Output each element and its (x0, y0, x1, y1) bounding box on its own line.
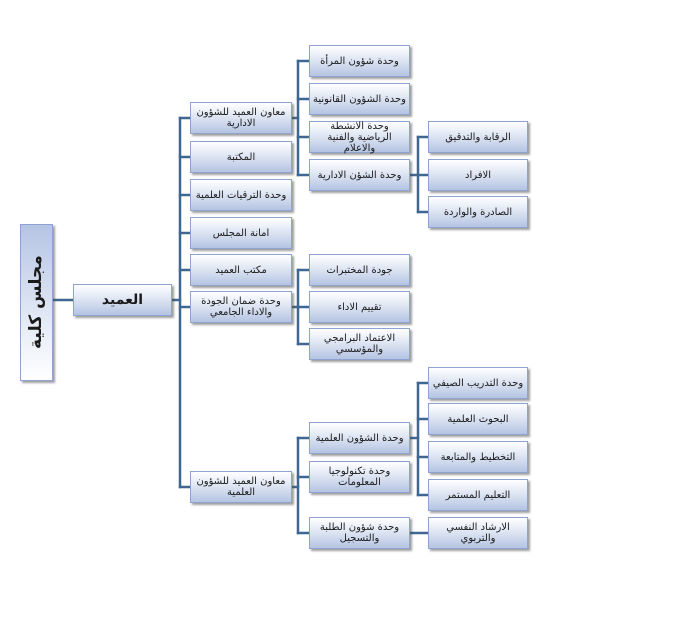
admin-affairs-deputy-box: معاون العميد للشؤون الادارية (190, 102, 292, 134)
counseling-label: الارشاد النفسي والتربوي (446, 522, 510, 544)
outgoing-incoming-box: الصادرة والواردة (428, 196, 528, 228)
scientific-promotions-label: وحدة الترقيات العلمية (195, 189, 287, 201)
legal-affairs-label: وحدة الشؤون القانونية (313, 93, 406, 105)
council-secretariat-box: امانة المجلس (190, 217, 292, 249)
sports-art-media-box: وحدة الانشطة الرياضية والفنية والاعلام (309, 120, 410, 154)
admin-affairs-unit-label: وحدة الشؤن الادارية (317, 169, 402, 181)
dean-office-label: مكتب العميد (215, 264, 267, 276)
performance-evaluation-label: تقييم الاداء (337, 301, 382, 313)
scientific-promotions-box: وحدة الترقيات العلمية (190, 179, 292, 211)
continuing-education-box: التعليم المستمر (428, 479, 528, 511)
planning-box: التخطيط والمتابعة (428, 441, 528, 473)
student-affairs-label: وحدة شؤون الطلبة والتسجيل (319, 522, 400, 544)
summer-training-box: وحدة التدريب الصيفي (428, 367, 528, 399)
audit-label: الرقابة والتدقيق (445, 131, 511, 143)
sports-art-media-label: وحدة الانشطة الرياضية والفنية والاعلام (327, 120, 392, 154)
quality-assurance-label: وحدة ضمان الجودة والاداء الجامعي (201, 296, 281, 318)
research-label: البحوث العلمية (447, 413, 509, 425)
scientific-affairs-unit-label: وحدة الشؤون العلمية (315, 432, 404, 444)
performance-evaluation-box: تقييم الاداء (309, 291, 410, 323)
quality-assurance-box: وحدة ضمان الجودة والاداء الجامعي (190, 291, 292, 323)
council-secretariat-label: امانة المجلس (212, 227, 270, 239)
scientific-affairs-deputy-label: معاون العميد للشؤون العلمية (196, 476, 286, 498)
library-label: المكتبة (226, 151, 256, 163)
planning-label: التخطيط والمتابعة (440, 451, 516, 463)
lab-quality-box: جودة المختبرات (309, 254, 410, 286)
outgoing-incoming-label: الصادرة والواردة (443, 206, 513, 218)
admin-affairs-deputy-label: معاون العميد للشؤون الادارية (196, 107, 286, 129)
student-affairs-box: وحدة شؤون الطلبة والتسجيل (309, 517, 410, 549)
personnel-box: الافراد (428, 159, 528, 191)
library-box: المكتبة (190, 141, 292, 173)
scientific-affairs-deputy-box: معاون العميد للشؤون العلمية (190, 471, 292, 503)
accreditation-box: الاعتماد البرامجي والمؤسسي (309, 328, 410, 360)
dean-office-box: مكتب العميد (190, 254, 292, 286)
accreditation-label: الاعتماد البرامجي والمؤسسي (323, 333, 396, 355)
women-affairs-box: وحدة شؤون المرأة (309, 45, 410, 77)
counseling-box: الارشاد النفسي والتربوي (428, 517, 528, 549)
personnel-label: الافراد (465, 169, 492, 181)
women-affairs-label: وحدة شؤون المرأة (320, 55, 399, 67)
continuing-education-label: التعليم المستمر (445, 489, 511, 501)
it-unit-label: وحدة تكنولوجيا المعلومات (328, 466, 391, 488)
scientific-affairs-unit-box: وحدة الشؤون العلمية (309, 422, 410, 454)
college-council-box: مجلس كلية (20, 224, 53, 381)
admin-affairs-unit-box: وحدة الشؤن الادارية (309, 159, 410, 191)
it-unit-box: وحدة تكنولوجيا المعلومات (309, 461, 410, 493)
dean-box: العميد (73, 284, 172, 316)
legal-affairs-box: وحدة الشؤون القانونية (309, 83, 410, 115)
summer-training-label: وحدة التدريب الصيفي (432, 377, 524, 389)
lab-quality-label: جودة المختبرات (326, 264, 393, 276)
college-council-label: مجلس كلية (26, 255, 46, 350)
research-box: البحوث العلمية (428, 403, 528, 435)
dean-label: العميد (101, 292, 144, 308)
audit-box: الرقابة والتدقيق (428, 121, 528, 153)
